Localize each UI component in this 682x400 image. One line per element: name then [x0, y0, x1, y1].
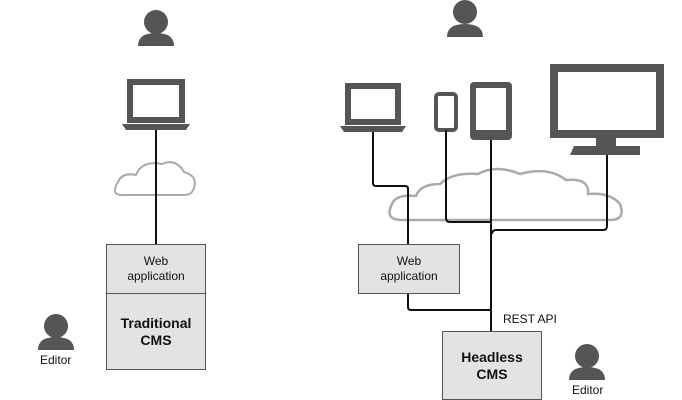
user-icon: [447, 0, 483, 37]
laptop-icon: [340, 83, 406, 132]
editor-icon: [569, 344, 605, 380]
user-icon: [138, 10, 174, 46]
editor-label-traditional: Editor: [40, 353, 72, 367]
headless-cms-label: Headless CMS: [461, 348, 523, 382]
monitor-icon: [550, 64, 664, 155]
web-application-box-headless: Web application: [358, 244, 460, 294]
web-application-box-traditional: Web application: [106, 244, 206, 294]
phone-icon: [434, 92, 458, 132]
cloud-icon: [388, 167, 623, 222]
traditional-cms-box: Traditional CMS: [106, 293, 206, 370]
web-application-label: Web application: [127, 254, 185, 283]
tablet-icon: [470, 82, 512, 140]
traditional-cms-label: Traditional CMS: [120, 314, 192, 348]
connector-lines: [372, 130, 608, 332]
rest-api-label: REST API: [503, 312, 557, 326]
laptop-icon: [122, 79, 190, 130]
web-application-label: Web application: [380, 254, 438, 283]
editor-icon: [38, 314, 74, 350]
headless-cms-box: Headless CMS: [442, 331, 542, 400]
cloud-icon: [113, 161, 196, 196]
editor-label-headless: Editor: [572, 383, 604, 397]
